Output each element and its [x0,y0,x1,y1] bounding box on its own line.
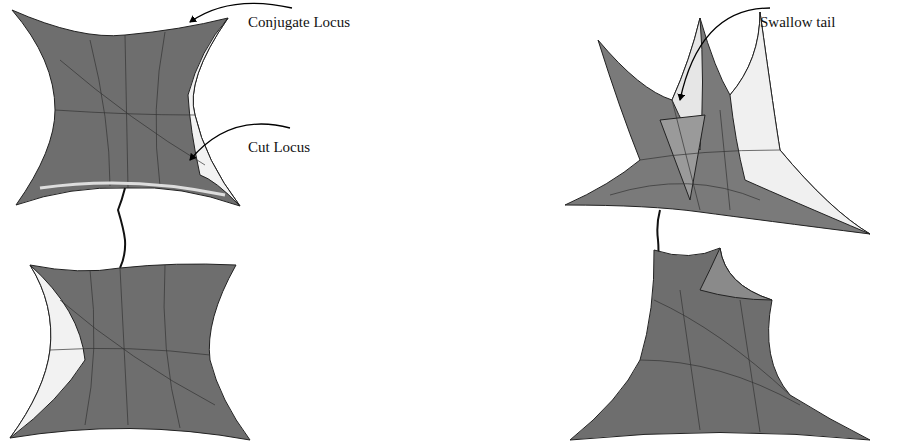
callout-label: Cut Locus [248,138,310,156]
callout-label: Swallow tail [760,13,835,31]
right-lower-surface [570,248,870,440]
left-lower-surface [10,264,250,440]
right-upper-surface [565,12,870,234]
callout-label: Conjugate Locus [248,13,350,31]
leader-arrow [680,8,770,100]
left-upper-surface [12,10,240,206]
